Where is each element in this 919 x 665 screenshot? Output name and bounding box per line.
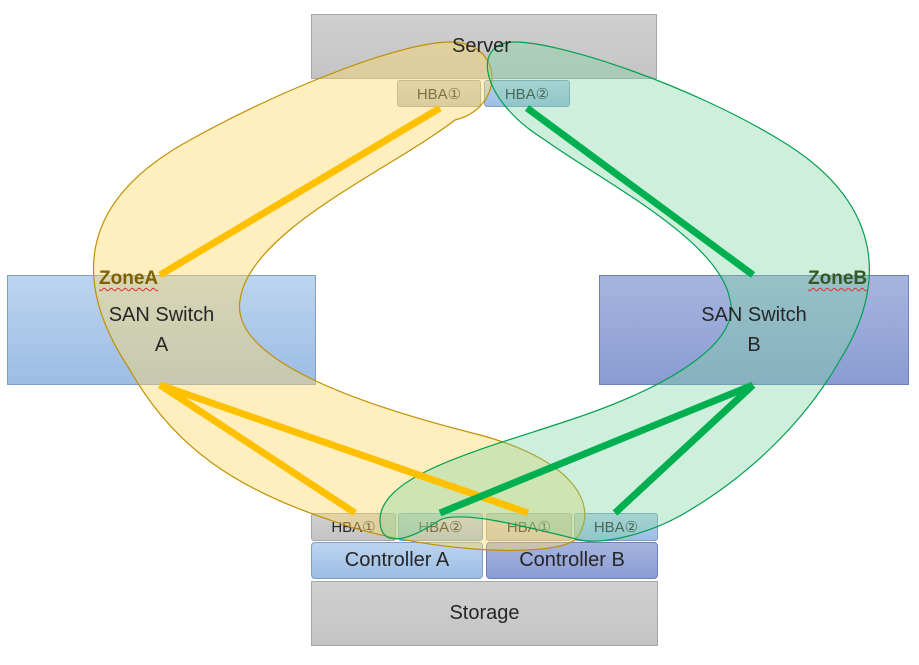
server-label: Server [452, 35, 511, 57]
cable-hba1-to-switch-a [158, 104, 442, 279]
cable-switch-a-to-ctrl-a-hba1 [158, 382, 357, 516]
cable-switch-b-to-ctrl-b-hba2 [612, 382, 756, 516]
controller-b-hba-2: HBA② [574, 513, 658, 541]
cable-switch-b-to-ctrl-a-hba2 [438, 381, 755, 517]
controller-a-hba-1: HBA① [311, 513, 396, 541]
san-switch-b-label: SAN Switch B [701, 304, 807, 356]
san-switch-b: SAN Switch B [599, 275, 909, 385]
storage-label: Storage [449, 602, 520, 624]
server-hba-1: HBA① [397, 80, 481, 107]
storage-box: Storage [311, 581, 658, 646]
server-hba-2: HBA② [484, 80, 570, 107]
zone-b-label: ZoneB [808, 268, 868, 289]
controller-a-hba-2: HBA② [398, 513, 483, 541]
controller-a: Controller A [311, 542, 483, 579]
san-switch-a-label: SAN Switch A [108, 304, 215, 356]
controller-b: Controller B [486, 542, 658, 579]
controller-b-hba-1: HBA① [486, 513, 572, 541]
zone-a-label: ZoneA [99, 268, 159, 289]
san-switch-a: SAN Switch A [7, 275, 316, 385]
cable-hba2-to-switch-b [524, 105, 756, 278]
cable-switch-a-to-ctrl-b-hba1 [158, 381, 530, 517]
